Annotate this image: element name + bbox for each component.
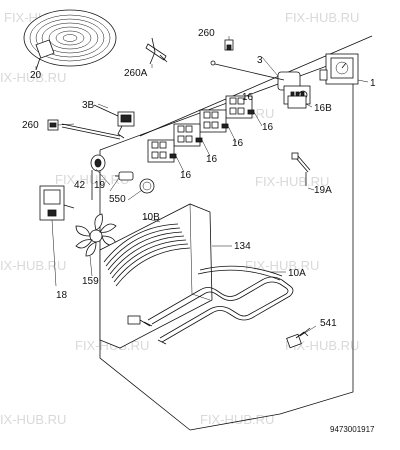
label-550: 550 <box>109 194 126 205</box>
label-20: 20 <box>30 70 42 81</box>
diagram-code: 9473001917 <box>330 425 375 434</box>
clip-260-top <box>224 39 234 51</box>
watermark: FIX-HUB.RU <box>285 338 359 353</box>
bottom-element-10a <box>143 265 294 345</box>
sensor-19a <box>291 152 311 186</box>
label-10b: 10B <box>142 212 160 223</box>
watermark: FIX-HUB.RU <box>200 412 274 427</box>
label-16-2: 16 <box>232 138 244 149</box>
label-10a: 10A <box>288 268 306 279</box>
label-3: 3 <box>257 55 263 66</box>
bracket-260a <box>145 37 168 65</box>
label-18: 18 <box>56 290 68 301</box>
rotary-switch <box>199 109 229 133</box>
rotary-switch <box>147 139 177 163</box>
watermark: FIX-HUB.RU <box>0 412 66 427</box>
label-16-1: 16 <box>262 122 274 133</box>
watermark: FIX-HUB.RU <box>245 258 319 273</box>
label-16b: 16B <box>314 103 332 114</box>
label-1: 1 <box>370 78 376 89</box>
rotary-switches <box>147 95 263 173</box>
oven-lamp-parts <box>90 154 155 200</box>
label-16-4: 16 <box>180 170 192 181</box>
label-541: 541 <box>320 318 337 329</box>
watermark: FIX-HUB.RU <box>285 10 359 25</box>
connector-541 <box>286 327 311 349</box>
watermark: FIX-HUB.RU <box>255 174 329 189</box>
switch-16b <box>287 91 307 109</box>
label-42: 42 <box>74 180 86 191</box>
label-260a: 260A <box>124 68 148 79</box>
label-159: 159 <box>82 276 99 287</box>
rotary-switch <box>173 123 203 147</box>
hob-heating-element <box>23 9 117 71</box>
label-260-top: 260 <box>198 28 215 39</box>
label-19: 19 <box>94 180 106 191</box>
rotary-switch <box>225 95 255 119</box>
fan-motor-18 <box>39 185 75 221</box>
watermark: FIX-HUB.RU <box>0 258 66 273</box>
part-labels: 20 260A 260 3 1 16B 260 3B 16 16 16 16 1… <box>22 28 376 434</box>
label-16-5: 16 <box>242 92 254 103</box>
label-3b: 3B <box>82 100 95 111</box>
watermark: FIX-HUB.RU <box>0 70 66 85</box>
thermostat-1 <box>319 53 359 85</box>
switch-3b <box>93 104 135 139</box>
label-134: 134 <box>234 241 251 252</box>
label-16-3: 16 <box>206 154 218 165</box>
fan-blade-159 <box>75 213 117 257</box>
label-19a: 19A <box>314 185 332 196</box>
leader-lines <box>35 36 369 337</box>
fan-cover-134 <box>99 203 213 349</box>
label-260-left: 260 <box>22 120 39 131</box>
selector-260-left <box>47 119 121 140</box>
